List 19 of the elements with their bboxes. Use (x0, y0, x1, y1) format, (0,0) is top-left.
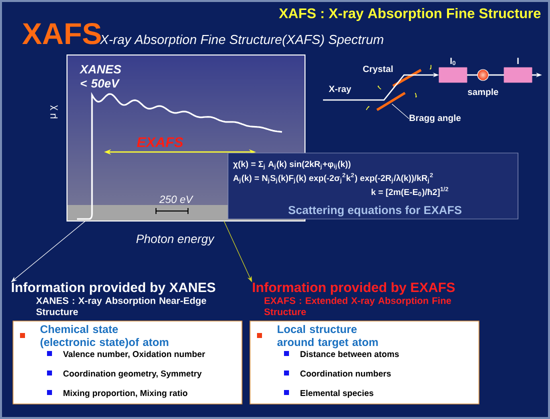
section-heading: Information provided by XANES XANES : X-ray Absorption Near-Edge Structure (12, 282, 216, 316)
section-heading: Information provided by EXAFS EXAFS : Extended X-ray Absorption Fine Structure (252, 282, 455, 316)
part-label: Bragg angle (410, 114, 461, 123)
heading-text: XAFS (22, 23, 101, 44)
node-label: I$_{0}$ (450, 58, 456, 66)
beam-line (467, 74, 478, 76)
node-label: Photon energy (136, 234, 215, 246)
node-label: I (517, 58, 519, 64)
leader-line (392, 104, 410, 119)
node-label: sample (468, 88, 498, 97)
detector-box: I$_{0}$ (438, 58, 468, 83)
part-label: Crystal (363, 65, 393, 74)
title: XAFS : X-ray Absorption Fine Structure (279, 8, 541, 22)
info-box: Local structure around target atom Distance between atoms Coordination numbers Elemental species (250, 320, 480, 404)
beam-line (488, 74, 504, 76)
beam-label: X-ray (328, 86, 352, 94)
info-box: Chemical state (electronic state)of atom Valence number, Oxidation number Coordination geometry, Symmetry Mixing proportion, Mixing ratio (12, 320, 242, 404)
detector-box: I (504, 58, 532, 83)
node-label: μ χ (50, 105, 58, 118)
